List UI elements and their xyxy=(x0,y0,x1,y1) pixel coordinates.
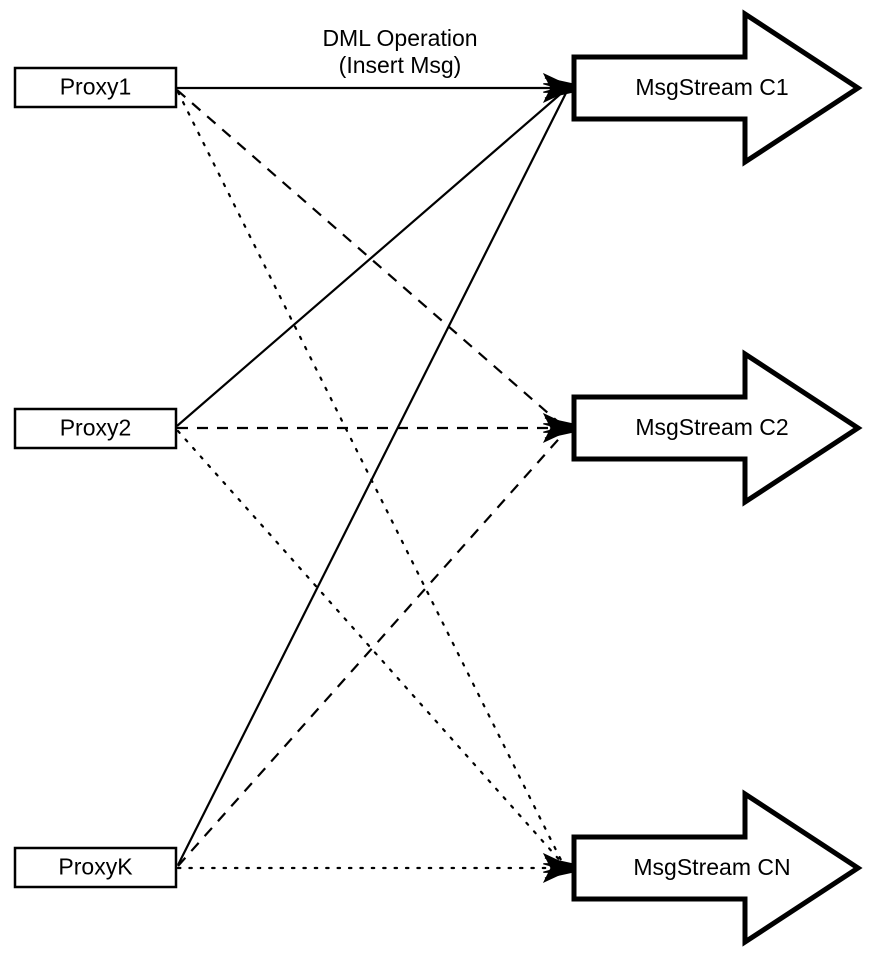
link-p2-c1 xyxy=(176,90,565,427)
arrowhead-c1 xyxy=(542,72,576,104)
link-pk-c1 xyxy=(177,92,567,866)
proxy-label: ProxyK xyxy=(58,854,133,880)
msgstream-arrow-shape xyxy=(571,349,863,507)
proxy-node-proxy2[interactable]: Proxy2 xyxy=(13,407,178,450)
msgstream-label: MsgStream C1 xyxy=(635,74,788,100)
streams-layer: MsgStream C1 MsgStream C2 MsgStream CN xyxy=(571,9,863,947)
arrowhead-cn xyxy=(542,852,576,884)
proxy-box-shape xyxy=(13,66,178,109)
proxy-node-proxy1[interactable]: Proxy1 xyxy=(13,66,178,109)
link-p2-cn xyxy=(176,429,565,866)
link-pk-c2 xyxy=(177,431,566,867)
edge-caption-line2: (Insert Msg) xyxy=(339,52,462,78)
arrowheads-layer xyxy=(542,72,576,884)
arrowhead-c2 xyxy=(542,412,576,444)
msgstream-c1[interactable]: MsgStream C1 xyxy=(571,9,863,167)
msgstream-label: MsgStream C2 xyxy=(635,414,788,440)
msgstream-arrow-shape xyxy=(571,9,863,167)
link-p1-cn xyxy=(176,90,565,866)
proxy-node-proxyk[interactable]: ProxyK xyxy=(13,846,178,889)
proxy-label: Proxy2 xyxy=(60,415,132,441)
edge-caption: DML Operation (Insert Msg) xyxy=(322,25,477,78)
proxy-box-shape xyxy=(13,846,178,889)
msgstream-label: MsgStream CN xyxy=(633,854,790,880)
msgstream-c2[interactable]: MsgStream C2 xyxy=(571,349,863,507)
link-p1-c2 xyxy=(176,89,565,428)
proxy-box-shape xyxy=(13,407,178,450)
msgstream-cn[interactable]: MsgStream CN xyxy=(571,789,863,947)
edge-caption-line1: DML Operation xyxy=(322,25,477,51)
msgstream-arrow-shape xyxy=(571,789,863,947)
links-layer xyxy=(176,86,568,870)
proxy-label: Proxy1 xyxy=(60,74,132,100)
